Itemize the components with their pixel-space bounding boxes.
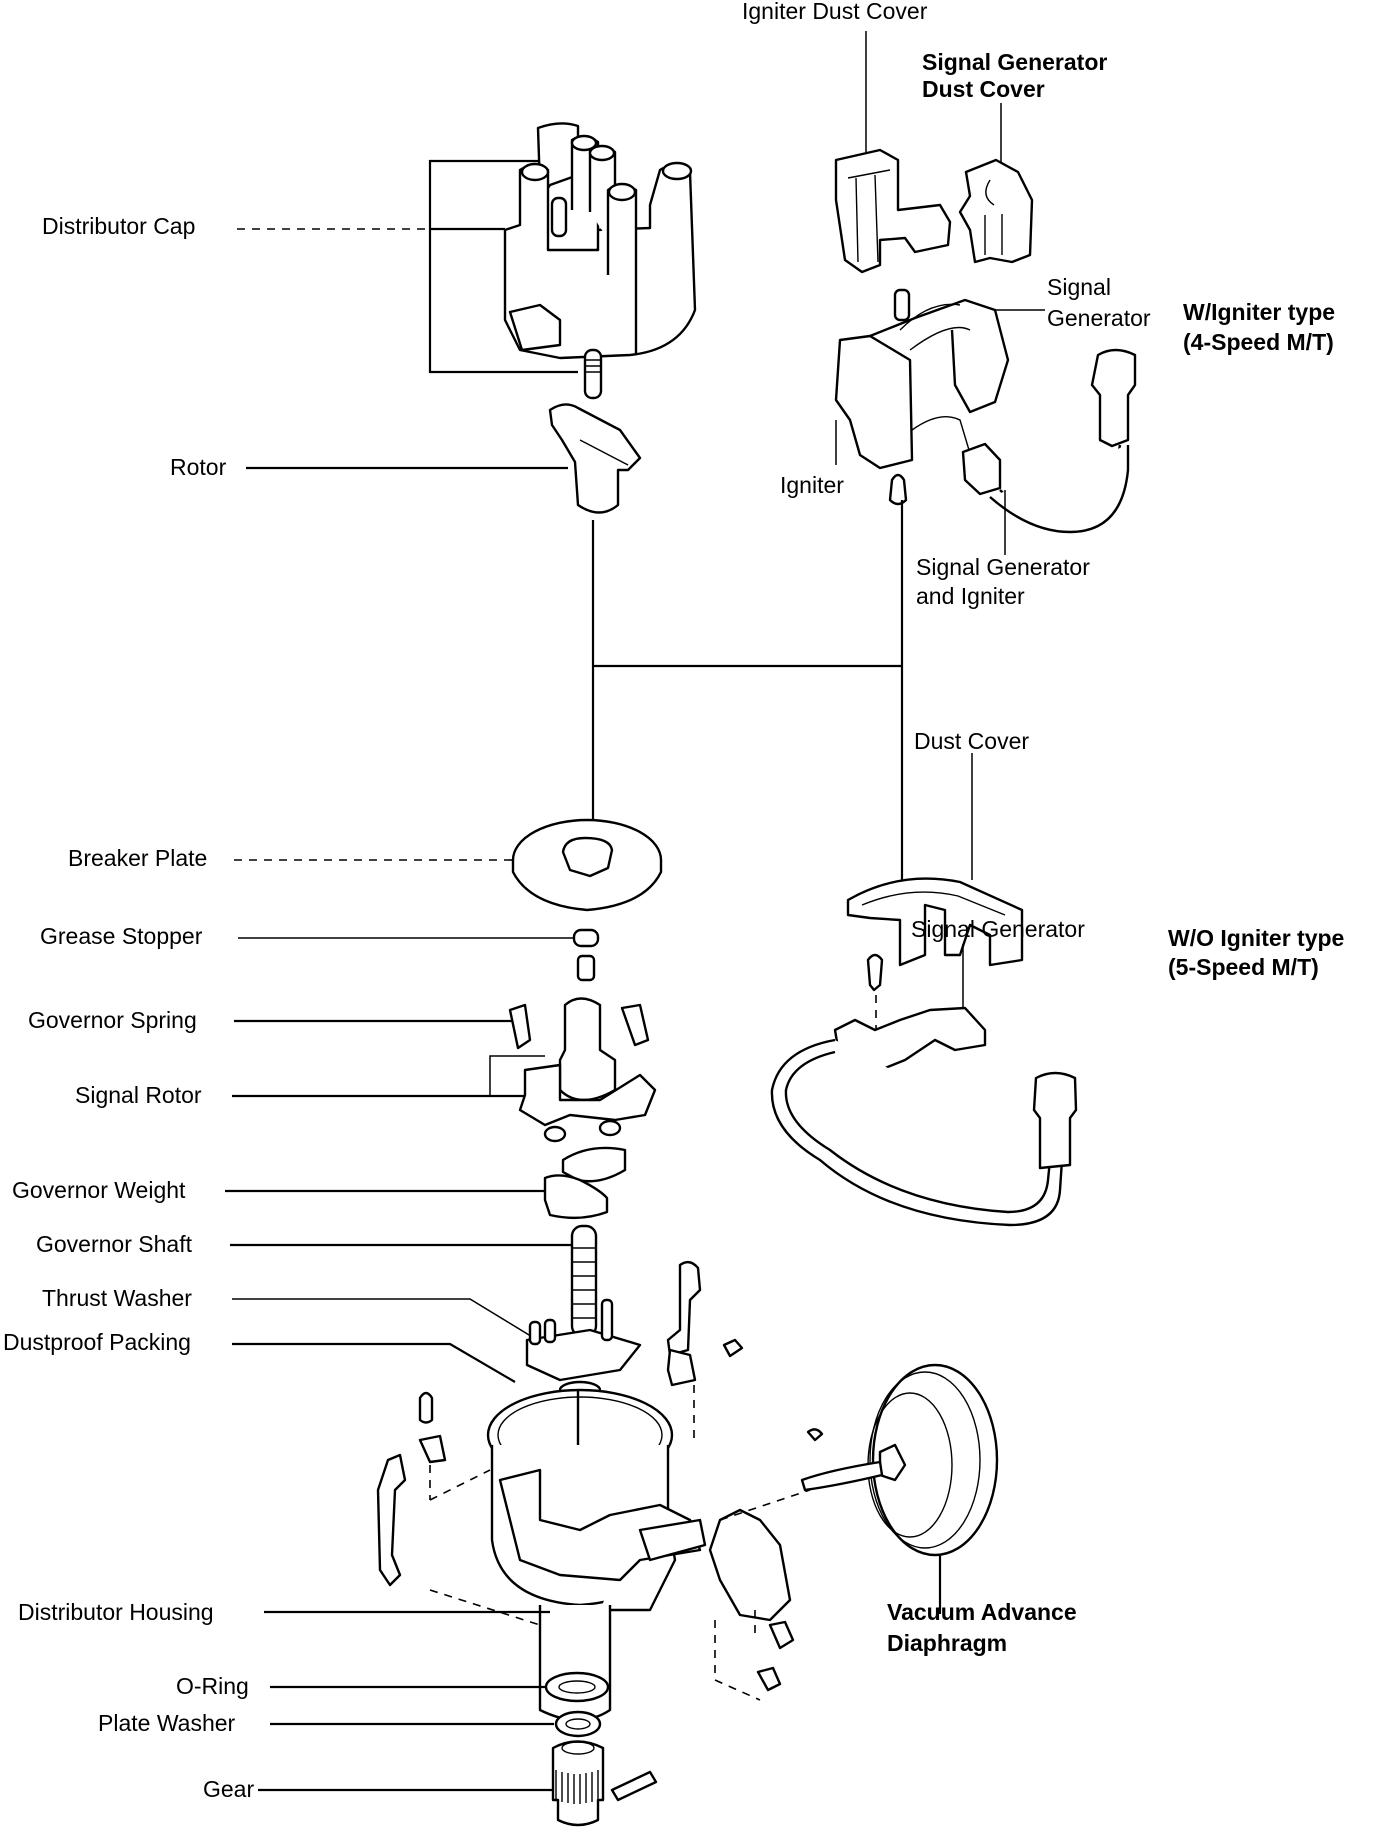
label-igniter-dust-cover: Igniter Dust Cover [742,0,928,24]
label-signal-generator-and-igniter-line1: Signal Generator [916,554,1090,580]
label-signal-generator-dust-cover-line2: Dust Cover [922,76,1045,102]
distributor-cap-part [503,122,697,400]
label-w-igniter-type-line1: W/Igniter type [1183,299,1335,325]
label-vacuum-advance-line1: Vacuum Advance [887,1599,1077,1625]
plate-washer-inner [565,1718,591,1730]
label-wo-igniter-type-line1: W/O Igniter type [1168,925,1344,951]
governor-shaft-part [570,1224,598,1338]
label-distributor-housing: Distributor Housing [18,1599,214,1625]
label-wo-igniter-type-line2: (5-Speed M/T) [1168,954,1319,980]
label-rotor: Rotor [170,454,227,480]
bracket-signal-rotor [489,1055,545,1096]
label-signal-generator-dust-cover-line1: Signal Generator [922,49,1107,75]
label-breaker-plate: Breaker Plate [68,845,207,871]
label-vacuum-advance-line2: Diaphragm [887,1630,1007,1656]
label-signal-generator-top-line2: Generator [1047,305,1151,331]
leader-dustproof-packing [232,1342,516,1383]
label-grease-stopper: Grease Stopper [40,923,203,949]
bracket-distributor-cap [428,159,578,374]
grease-stopper-part [572,928,600,982]
label-gear: Gear [203,1776,254,1802]
breaker-plate-part [511,818,663,912]
label-signal-rotor: Signal Rotor [75,1082,202,1108]
label-igniter: Igniter [780,472,844,498]
signal-rotor-part [508,997,657,1143]
label-plate-washer: Plate Washer [98,1710,236,1736]
plate-washer-part [554,1710,602,1738]
label-dustproof-packing: Dustproof Packing [3,1329,191,1355]
label-governor-weight: Governor Weight [12,1177,186,1203]
label-w-igniter-type-line2: (4-Speed M/T) [1183,329,1334,355]
igniter-dust-cover-part [834,148,952,274]
vacuum-advance-diaphragm-part [719,1363,999,1557]
leader-thrust-washer [232,1298,571,1361]
label-signal-generator-top-line1: Signal [1047,274,1111,300]
signal-generator-bottom-part [770,953,1078,1227]
gear-part [551,1740,658,1827]
dust-cover-part [846,877,1024,967]
rotor-part [548,403,642,514]
label-dust-cover: Dust Cover [914,728,1029,754]
label-thrust-washer: Thrust Washer [42,1285,192,1311]
label-signal-generator-and-igniter-line2: and Igniter [916,583,1025,609]
label-governor-shaft: Governor Shaft [36,1231,193,1257]
label-o-ring: O-Ring [176,1673,249,1699]
o-ring-part [544,1671,610,1703]
label-governor-spring: Governor Spring [28,1007,197,1033]
signal-generator-dust-cover-part [958,158,1034,264]
signal-generator-and-igniter-part [834,288,1137,534]
label-signal-generator-bottom: Signal Generator [911,916,1085,942]
o-ring-inner [558,1680,596,1694]
label-distributor-cap: Distributor Cap [42,213,195,239]
governor-weight-part [543,1146,627,1220]
distributor-housing-part [376,1260,795,1722]
